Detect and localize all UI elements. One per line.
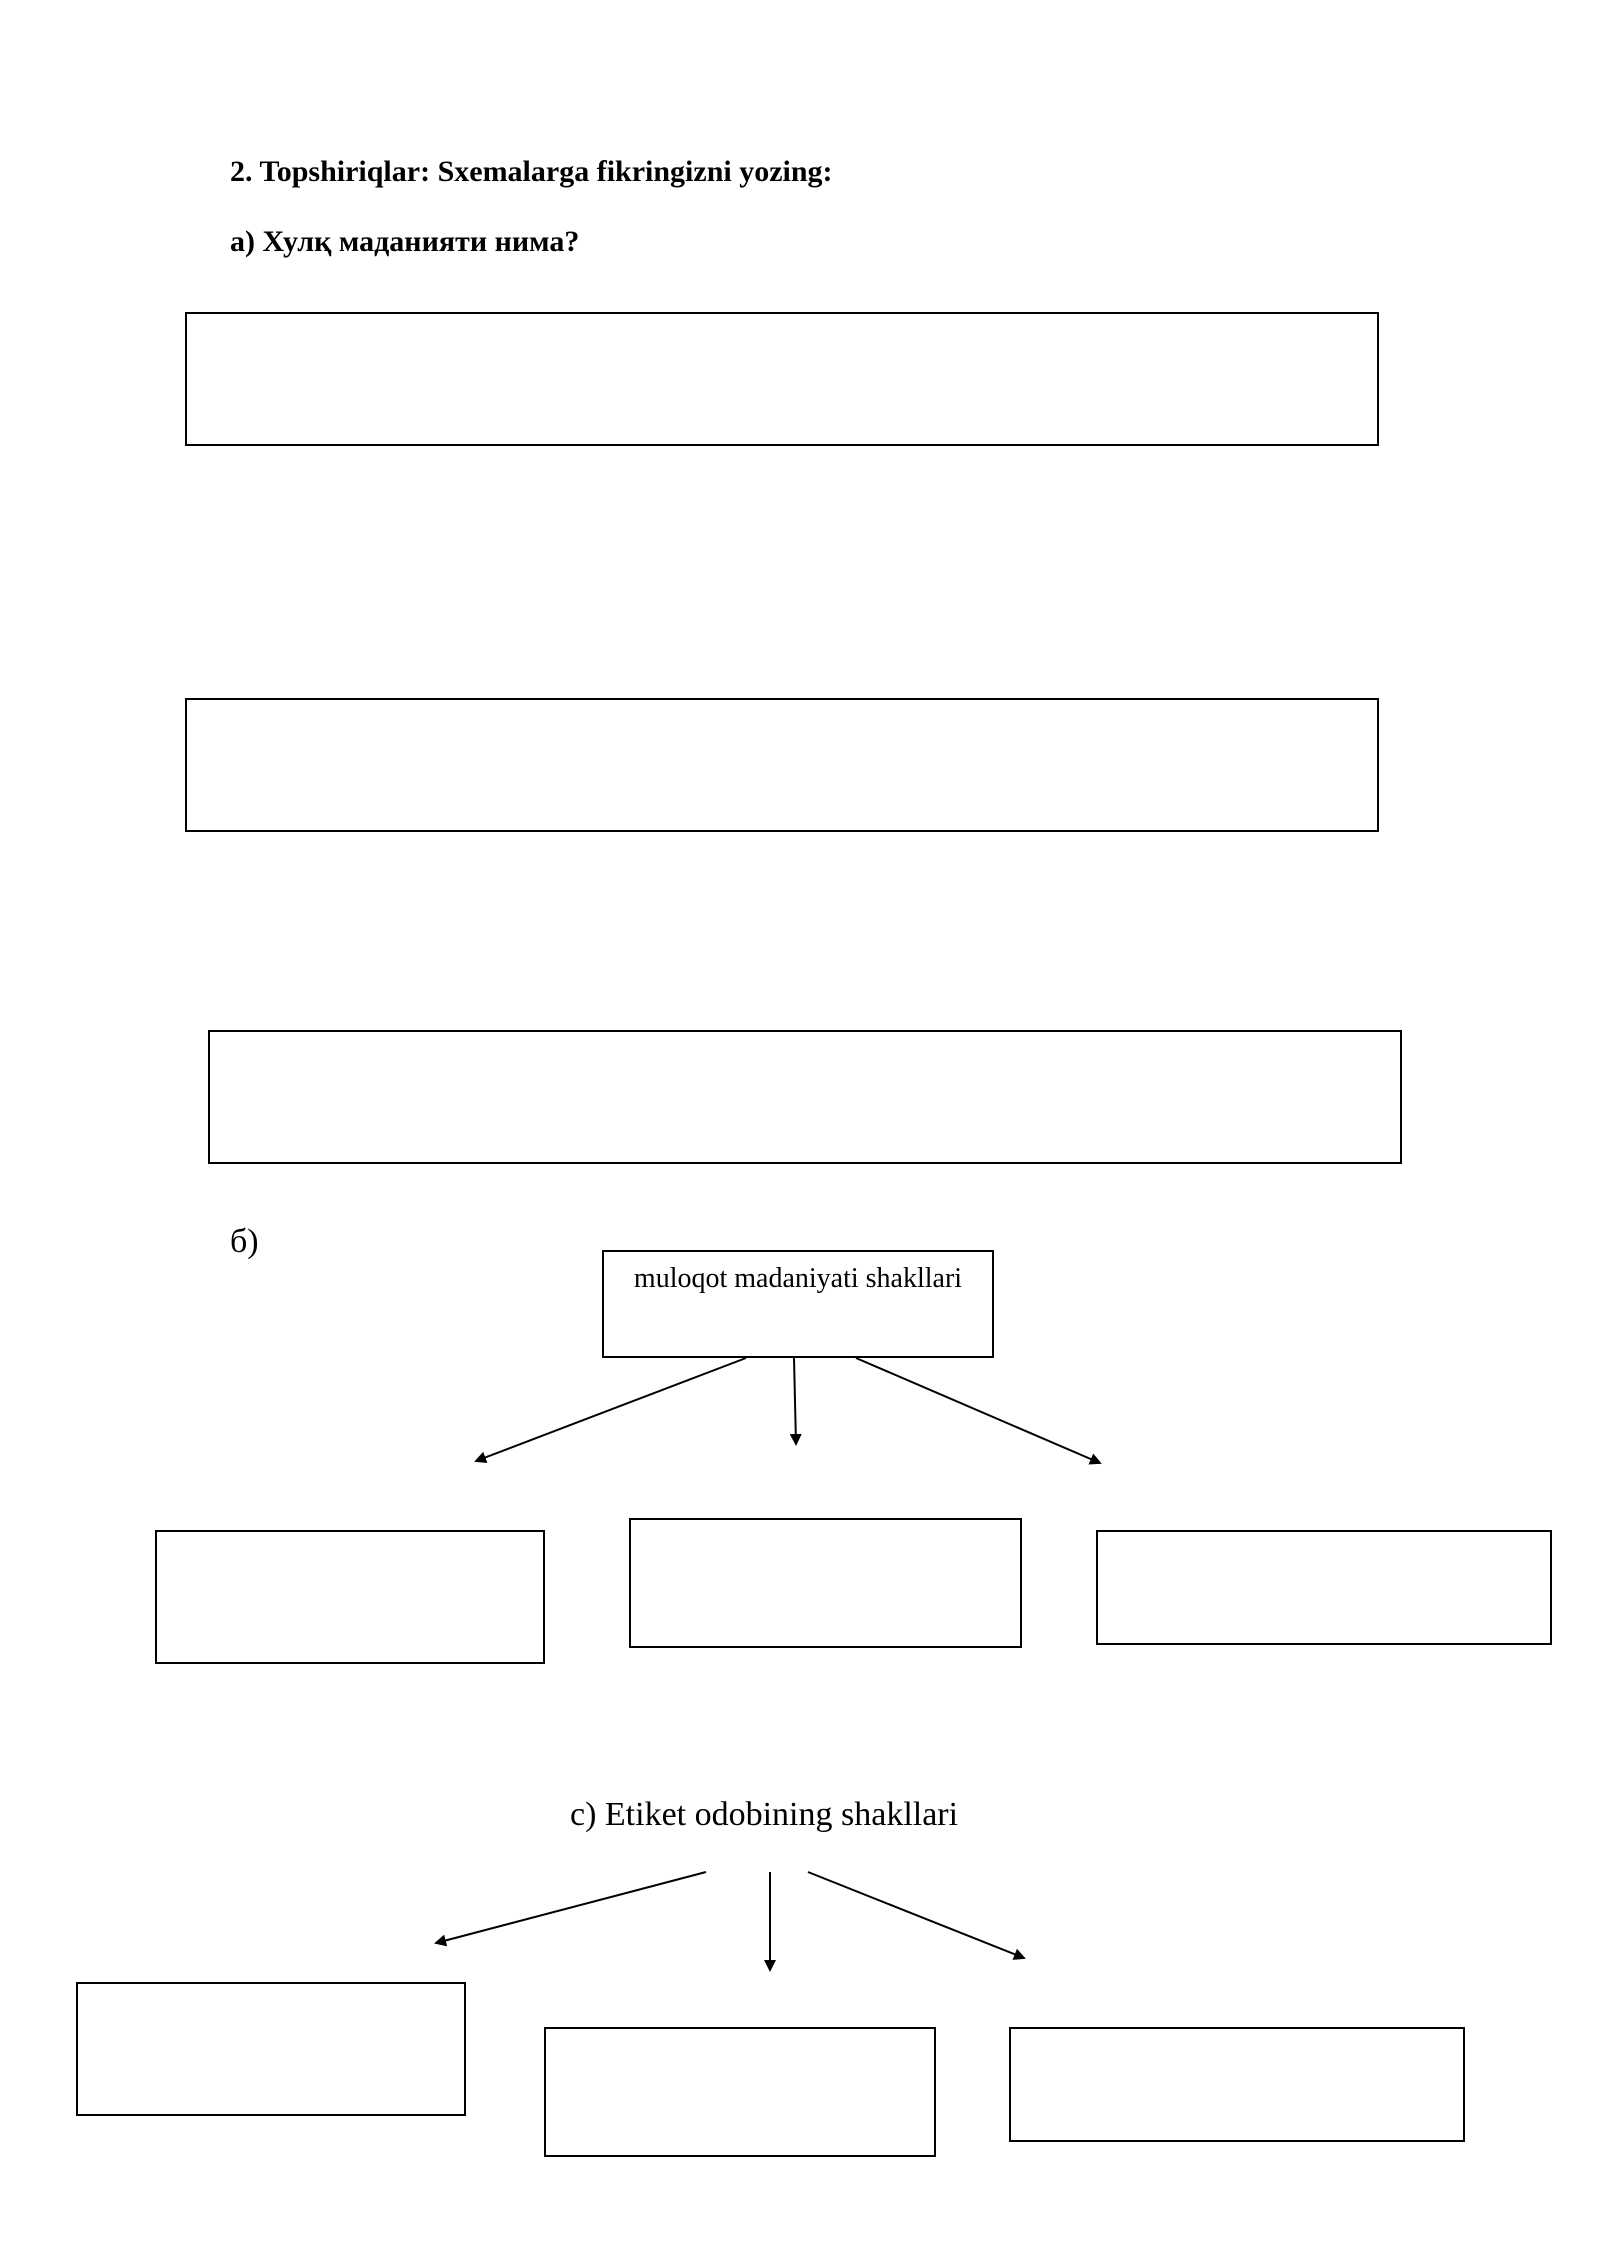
- answer-box-a-1[interactable]: [185, 312, 1379, 446]
- section-c-root-label: c) Etiket odobining shakllari: [570, 1796, 959, 1833]
- section-b-root-box: muloqot madaniyati shakllari: [602, 1250, 994, 1358]
- section-b-root-label: muloqot madaniyati shakllari: [633, 1263, 963, 1294]
- answer-box-c-middle[interactable]: [544, 2027, 936, 2157]
- answer-box-a-2[interactable]: [185, 698, 1379, 832]
- arrow-b-middle: [789, 1357, 802, 1446]
- answer-box-b-middle[interactable]: [629, 1518, 1022, 1648]
- answer-box-c-right[interactable]: [1009, 2027, 1465, 2142]
- answer-box-b-right[interactable]: [1096, 1530, 1552, 1645]
- arrow-c-left: [434, 1871, 707, 1947]
- answer-box-c-left[interactable]: [76, 1982, 466, 2116]
- section-a-question: а) Хулқ маданияти нима?: [230, 225, 580, 258]
- task-heading: 2. Topshiriqlar: Sxemalarga fikringizni …: [230, 155, 833, 188]
- arrow-b-left: [474, 1357, 747, 1464]
- arrow-c-right: [807, 1871, 1026, 1960]
- arrow-b-right: [855, 1357, 1102, 1465]
- answer-box-b-left[interactable]: [155, 1530, 545, 1664]
- section-b-label: б): [230, 1223, 259, 1260]
- answer-box-a-3[interactable]: [208, 1030, 1402, 1164]
